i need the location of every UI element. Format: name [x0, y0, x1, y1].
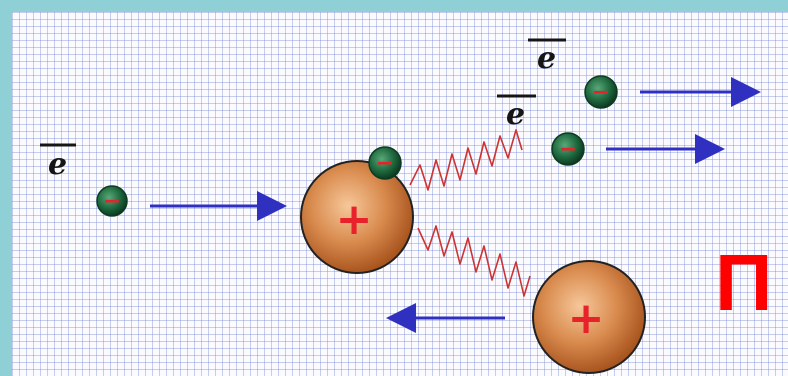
- electron-icon: [584, 75, 618, 109]
- electron-sign: −: [376, 151, 394, 176]
- positive-ion-icon: [300, 160, 414, 274]
- electron-sign: −: [592, 80, 610, 105]
- ion-sign-center: +: [336, 194, 373, 245]
- ion-sign-lower: +: [568, 293, 605, 344]
- electron-label-top-text: e: [537, 41, 556, 76]
- electron-outgoing-top: −: [584, 75, 618, 109]
- electron-icon: [551, 132, 585, 166]
- positive-ion-center: +: [300, 160, 414, 274]
- electron-label-middle: e: [497, 94, 536, 132]
- photon-wave-lower: [417, 225, 531, 297]
- electron-sign: −: [103, 189, 121, 214]
- electron-label-top: e: [528, 38, 566, 76]
- electron-label-left: e: [40, 143, 76, 182]
- electron-bound: −: [368, 146, 402, 180]
- positive-ion-lower: +: [532, 260, 646, 374]
- electron-label-left-text: e: [48, 147, 67, 182]
- electron-incoming: −: [96, 185, 128, 217]
- electron-icon: [368, 146, 402, 180]
- electron-outgoing-middle: −: [551, 132, 585, 166]
- positive-ion-icon: [532, 260, 646, 374]
- electron-icon: [96, 185, 128, 217]
- electron-label-middle-text: e: [506, 97, 525, 132]
- photon-wave-upper: [409, 129, 523, 191]
- electron-sign: −: [559, 137, 577, 162]
- corner-letter: П: [715, 238, 773, 327]
